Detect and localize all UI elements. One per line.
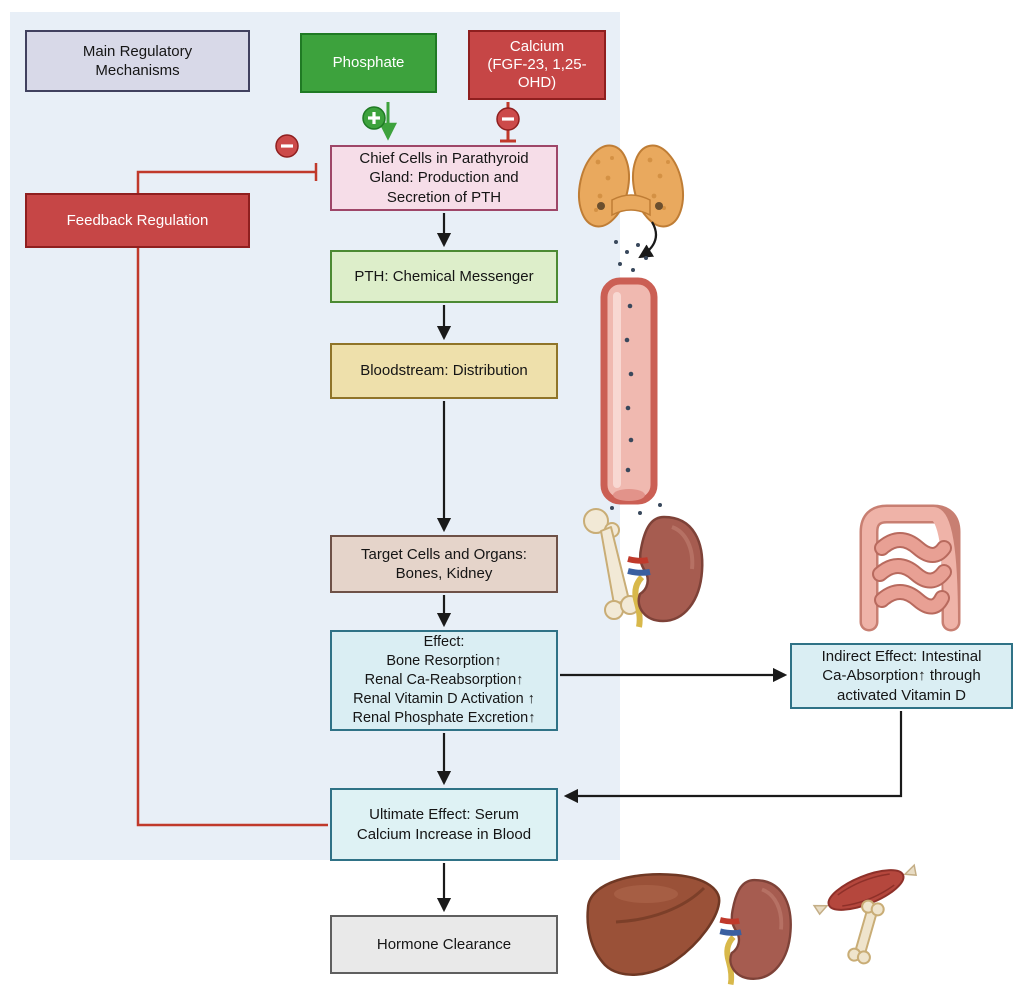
feedback-regulation-label: Feedback Regulation [66,211,209,229]
effect-box: Effect: Bone Resorption↑ Renal Ca-Reabsorp… [330,630,558,731]
hormone-clearance-box: Hormone Clearance [330,915,558,974]
box-text-line: Ultimate Effect: Serum [369,806,519,824]
box-text-line: Renal Ca-Reabsorption↑ [364,671,524,688]
box-text-line: Calcium Increase in Blood [356,825,532,843]
feedback-regulation-box: Feedback Regulation [25,193,250,248]
bloodstream-label: Bloodstream: Distribution [360,362,528,380]
box-text-line: Main Regulatory [82,42,193,60]
pth-messenger-label: PTH: Chemical Messenger [354,267,534,285]
muscle-illustration [812,863,918,916]
kidney-illustration [720,880,791,985]
bloodstream-box: Bloodstream: Distribution [330,343,558,399]
box-text-line: Mechanisms [95,62,180,79]
box-text-line: Secretion of PTH [386,188,502,206]
hormone-clearance-label: Hormone Clearance [376,935,512,953]
parathyroid-gland-dot [655,202,663,210]
phosphate-box: Phosphate [300,33,437,93]
box-text-line: Renal Vitamin D Activation ↑ [353,691,535,708]
box-text-line: Indirect Effect: Intestinal [821,648,982,666]
box-text-line: Chief Cells in Parathyroid [359,150,529,168]
box-text-line: Renal Phosphate Excretion↑ [352,710,536,727]
box-text-line: Effect: [423,633,465,650]
box-text-line: Target Cells and Organs: [361,545,527,563]
kidney-illustration [628,517,702,627]
phosphate-label: Phosphate [332,54,405,72]
box-text-line: Bones, Kidney [395,565,493,582]
box-text-line: Bone Resorption↑ [386,652,502,669]
box-text-line: activated Vitamin D [837,686,966,704]
small-bone-illustration [847,899,885,965]
box-text-line: Calcium [509,38,565,55]
target-cells-organs-box: Target Cells and Organs: Bones, Kidney [330,535,558,593]
box-text-line: OHD) [517,74,557,91]
liver-illustration [586,873,721,976]
box-text-line: (FGF-23, 1,25- [487,56,587,73]
pth-messenger-box: PTH: Chemical Messenger [330,250,558,303]
calcium-box: Calcium(FGF-23, 1,25-OHD) [468,30,606,100]
background-panel [10,12,620,860]
secretion-arrow [638,221,658,259]
intestine-illustration [859,504,961,632]
box-text-line: Gland: Production and [369,169,519,187]
box-text-line: Ca-Absorption↑ through [822,667,981,685]
